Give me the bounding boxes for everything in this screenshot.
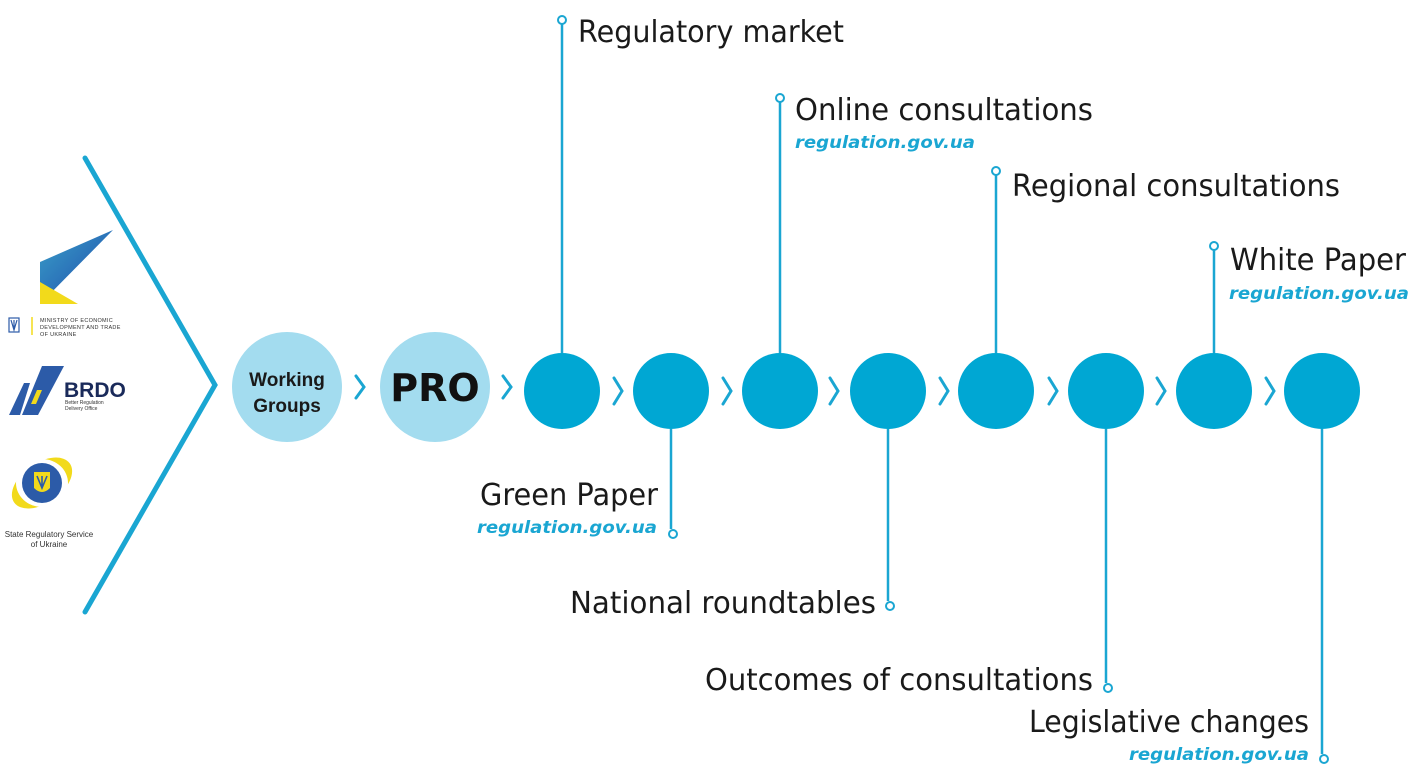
label-outcomes-of-consultations: Outcomes of consultations: [705, 663, 1093, 698]
step-circle: [1284, 353, 1360, 429]
brdo-logo: BRDO Better Regulation Delivery Office: [9, 366, 126, 415]
label-green-paper: Green Paper: [480, 478, 659, 513]
connector-up-white-paper: [1209, 241, 1219, 353]
ministry-logo: MINISTRY OF ECONOMIC DEVELOPMENT AND TRA…: [8, 230, 121, 338]
big-chevron-bracket: [82, 155, 218, 615]
step-circle: [633, 353, 709, 429]
connector-down-outcomes: [1103, 429, 1113, 693]
ministry-logo-mark-blue: [40, 230, 113, 304]
step-circle: [524, 353, 600, 429]
regulatory-service-logo: State Regulatory Service of Ukraine: [5, 457, 94, 549]
label-regional-consultations: Regional consultations: [1012, 169, 1340, 204]
working-groups-line-2: Groups: [253, 396, 321, 417]
brdo-mark-yellow: [31, 390, 42, 404]
connector-up-regulatory-market: [557, 15, 567, 353]
label-online-consultations: Online consultations: [795, 93, 1093, 128]
pro-node: PRO: [380, 332, 490, 442]
regulatory-service-line-2: of Ukraine: [31, 540, 68, 549]
chevron-icon: [501, 374, 513, 400]
label-legislative-changes: Legislative changes: [1029, 705, 1309, 740]
step-circle: [1068, 353, 1144, 429]
url-green-paper: regulation.gov.ua: [477, 518, 657, 538]
chevron-icon: [828, 376, 840, 406]
chevron-icon: [721, 376, 733, 406]
brdo-sub-2: Delivery Office: [65, 406, 98, 412]
label-white-paper: White Paper: [1230, 243, 1407, 278]
brdo-mark-right: [22, 366, 64, 415]
trident-icon: [8, 317, 20, 333]
brdo-sub-1: Better Regulation: [65, 400, 104, 406]
ministry-logo-mark-yellow: [40, 282, 78, 304]
brdo-name: BRDO: [64, 379, 126, 402]
step-circle: [742, 353, 818, 429]
ministry-line-2: DEVELOPMENT AND TRADE: [40, 325, 121, 331]
pro-label: PRO: [390, 366, 479, 410]
connector-down-national-roundtables: [885, 429, 895, 611]
chevron-icon: [1264, 376, 1276, 406]
chevron-icon: [612, 376, 624, 406]
ministry-line-3: OF UKRAINE: [40, 332, 77, 338]
connector-up-online-consultations: [775, 93, 785, 353]
chevron-icon: [354, 374, 366, 400]
url-white-paper: regulation.gov.ua: [1229, 284, 1409, 304]
connector-down-legislative-changes: [1319, 429, 1329, 764]
ministry-line-1: MINISTRY OF ECONOMIC: [40, 318, 113, 324]
label-regulatory-market: Regulatory market: [578, 15, 844, 50]
connector-down-green-paper: [668, 429, 678, 539]
working-groups-line-1: Working: [249, 370, 325, 391]
brdo-mark-left: [9, 383, 30, 415]
connector-up-regional-consultations: [991, 166, 1001, 353]
step-circle: [1176, 353, 1252, 429]
url-online-consultations: regulation.gov.ua: [795, 133, 975, 153]
step-circle: [850, 353, 926, 429]
coat-of-arms-icon: [34, 472, 50, 492]
label-national-roundtables: National roundtables: [570, 586, 876, 621]
chevron-icon: [1155, 376, 1167, 406]
chevron-icon: [938, 376, 950, 406]
working-groups-node: Working Groups: [232, 332, 342, 442]
chevron-icon: [1047, 376, 1059, 406]
url-legislative-changes: regulation.gov.ua: [1129, 745, 1309, 765]
step-circle: [958, 353, 1034, 429]
regulatory-service-line-1: State Regulatory Service: [5, 530, 94, 539]
